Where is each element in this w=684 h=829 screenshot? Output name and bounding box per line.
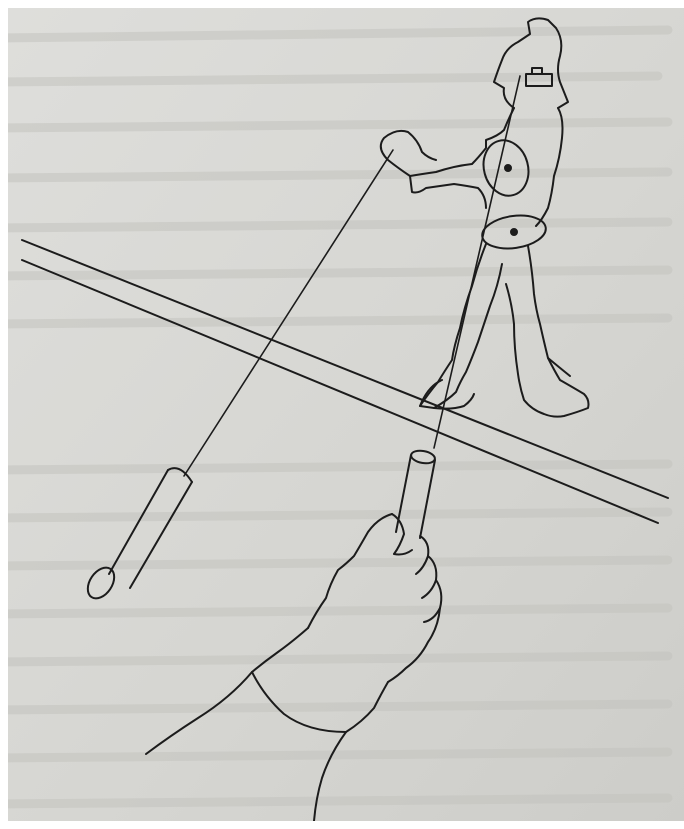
- shoulder-pivot: [505, 165, 511, 171]
- photo-frame: [8, 8, 684, 821]
- puppet-illustration: [8, 8, 684, 821]
- waist-pivot: [511, 229, 517, 235]
